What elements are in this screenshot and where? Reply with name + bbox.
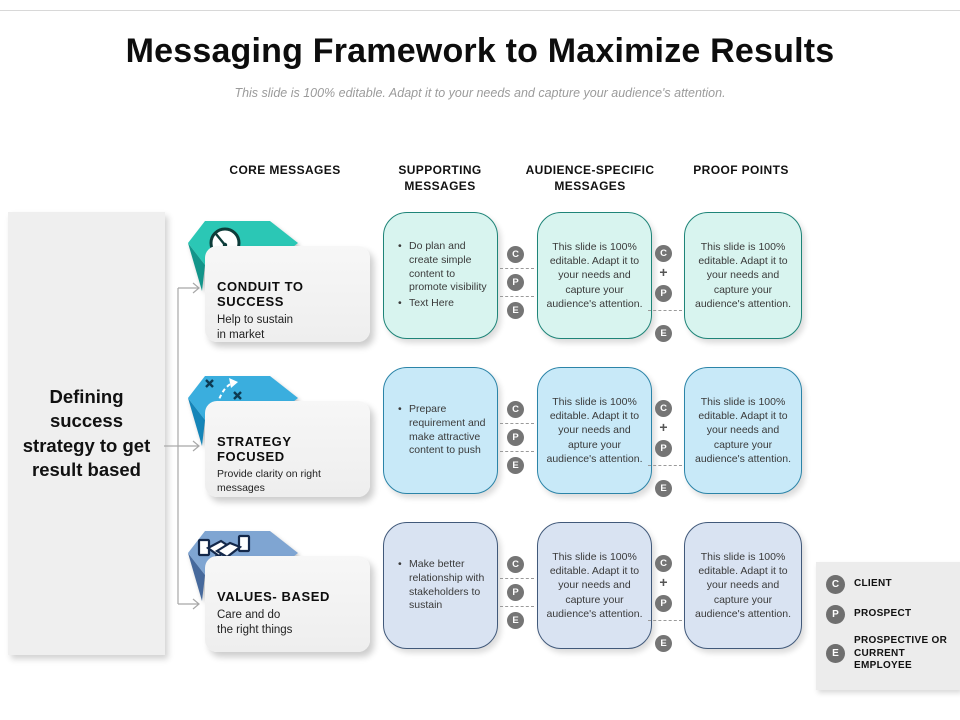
dashed-link bbox=[648, 310, 682, 311]
marker-employee: E bbox=[507, 302, 524, 319]
marker-prospect: P bbox=[507, 429, 524, 446]
marker-employee: E bbox=[655, 480, 672, 497]
core-subtitle: Care and do the right things bbox=[217, 609, 293, 636]
supporting-box-row3: Make better relationship with stakeholde… bbox=[383, 522, 498, 649]
bullet-item: Make better relationship with stakeholde… bbox=[398, 558, 489, 613]
legend-label: PROSPECTIVE OR CURRENT EMPLOYEE bbox=[854, 635, 948, 671]
dashed-link bbox=[648, 465, 682, 466]
legend-item-employee: E PROSPECTIVE OR CURRENT EMPLOYEE bbox=[826, 635, 952, 673]
marker-client: C bbox=[655, 245, 672, 262]
prospect-badge: P bbox=[826, 605, 845, 624]
audience-box-row2: This slide is 100% editable. Adapt it to… bbox=[537, 367, 652, 494]
supporting-box-row2: Prepare requirement and make attractive … bbox=[383, 367, 498, 494]
core-title: VALUES- BASED bbox=[217, 589, 331, 604]
marker-prospect: P bbox=[655, 595, 672, 612]
marker-client: C bbox=[507, 556, 524, 573]
plus-sign: + bbox=[659, 264, 668, 280]
page-title: Messaging Framework to Maximize Results bbox=[125, 32, 835, 70]
employee-badge: E bbox=[826, 644, 845, 664]
supporting-box-row1: Do plan and create simple content to pro… bbox=[383, 212, 498, 339]
bullet-item: Do plan and create simple content to pro… bbox=[398, 240, 489, 295]
handshake-icon bbox=[197, 534, 251, 560]
client-badge: C bbox=[826, 575, 845, 594]
supporting-bullets: Do plan and create simple content to pro… bbox=[398, 238, 489, 313]
legend-label: CLIENT bbox=[854, 578, 892, 590]
column-header-proof: PROOF POINTS bbox=[693, 163, 789, 177]
bullet-item: Text Here bbox=[398, 297, 489, 311]
marker-client: C bbox=[507, 246, 524, 263]
marker-employee: E bbox=[655, 635, 672, 652]
legend: C CLIENT P PROSPECT E PROSPECTIVE OR CUR… bbox=[816, 562, 960, 690]
legend-item-client: C CLIENT bbox=[826, 575, 952, 594]
supporting-bullets: Prepare requirement and make attractive … bbox=[398, 401, 489, 460]
top-divider bbox=[0, 10, 960, 11]
sidebar-text: Defining success strategy to get result … bbox=[22, 386, 151, 480]
core-card-values: VALUES- BASED Care and do the right thin… bbox=[205, 556, 370, 652]
marker-prospect: P bbox=[655, 285, 672, 302]
marker-employee: E bbox=[507, 457, 524, 474]
core-card-conduit: CONDUIT TO SUCCESS Help to sustain in ma… bbox=[205, 246, 370, 342]
dashed-link bbox=[500, 268, 534, 269]
supporting-bullets: Make better relationship with stakeholde… bbox=[398, 556, 489, 615]
core-subtitle: Help to sustain in market bbox=[217, 314, 294, 341]
marker-employee: E bbox=[507, 612, 524, 629]
dashed-link bbox=[500, 606, 534, 607]
marker-prospect: P bbox=[507, 274, 524, 291]
column-header-core: CORE MESSAGES bbox=[229, 163, 341, 177]
connector-lines bbox=[164, 282, 200, 610]
marker-prospect: P bbox=[507, 584, 524, 601]
column-header-supporting: SUPPORTING MESSAGES bbox=[398, 163, 482, 194]
legend-label: PROSPECT bbox=[854, 608, 912, 620]
marker-client: C bbox=[655, 555, 672, 572]
audience-box-row1: This slide is 100% editable. Adapt it to… bbox=[537, 212, 652, 339]
proof-box-row1: This slide is 100% editable. Adapt it to… bbox=[684, 212, 802, 339]
sidebar-statement: Defining success strategy to get result … bbox=[8, 212, 165, 655]
column-header-audience: AUDIENCE-SPECIFIC MESSAGES bbox=[525, 163, 655, 194]
proof-box-row3: This slide is 100% editable. Adapt it to… bbox=[684, 522, 802, 649]
dashed-link bbox=[500, 423, 534, 424]
marker-client: C bbox=[507, 401, 524, 418]
marker-employee: E bbox=[655, 325, 672, 342]
proof-box-row2: This slide is 100% editable. Adapt it to… bbox=[684, 367, 802, 494]
core-card-strategy: STRATEGY FOCUSED Provide clarity on righ… bbox=[205, 401, 370, 497]
page-subtitle: This slide is 100% editable. Adapt it to… bbox=[234, 86, 726, 100]
plus-sign: + bbox=[659, 574, 668, 590]
dashed-link bbox=[648, 620, 682, 621]
marker-prospect: P bbox=[655, 440, 672, 457]
dashed-link bbox=[500, 451, 534, 452]
dashed-link bbox=[500, 296, 534, 297]
bullet-item: Prepare requirement and make attractive … bbox=[398, 403, 489, 458]
marker-client: C bbox=[655, 400, 672, 417]
core-title: STRATEGY FOCUSED bbox=[217, 434, 292, 464]
plus-sign: + bbox=[659, 419, 668, 435]
dashed-link bbox=[500, 578, 534, 579]
legend-item-prospect: P PROSPECT bbox=[826, 605, 952, 624]
audience-box-row3: This slide is 100% editable. Adapt it to… bbox=[537, 522, 652, 649]
core-title: CONDUIT TO SUCCESS bbox=[217, 279, 304, 309]
core-subtitle: Provide clarity on right messages bbox=[217, 468, 321, 494]
